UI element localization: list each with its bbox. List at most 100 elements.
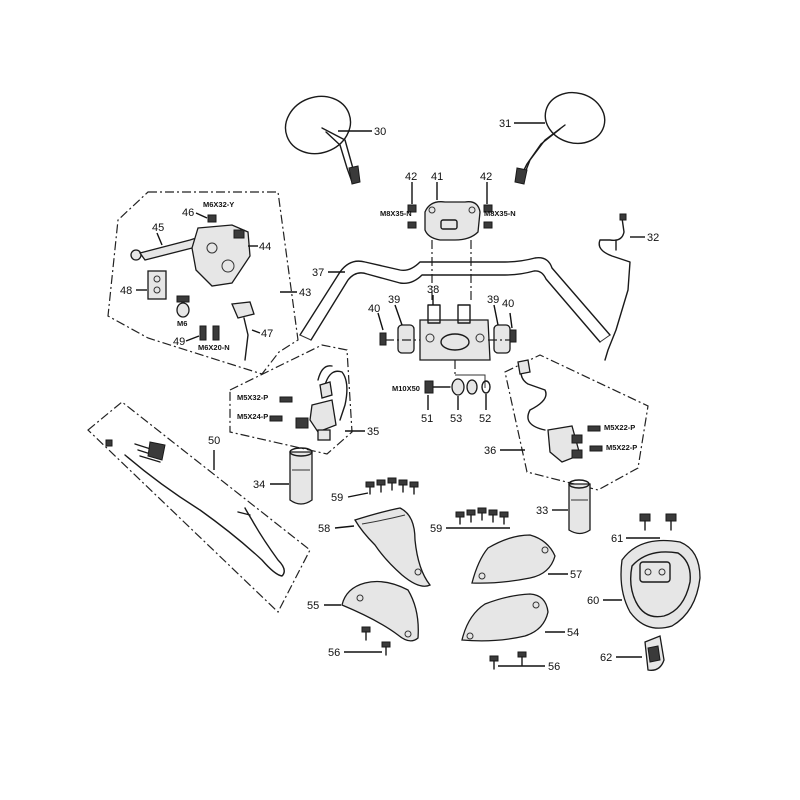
callout-59-right: 59	[430, 523, 442, 535]
callout-41: 41	[431, 171, 443, 183]
bolt-40-right-icon	[509, 329, 517, 343]
callout-46: 46	[182, 207, 194, 219]
screws-56-right	[489, 651, 527, 670]
leader-58	[334, 525, 355, 529]
callout-44: 44	[259, 241, 271, 253]
spec-m5x32p: M5X32-P	[237, 393, 268, 402]
bolt-46-icon	[207, 214, 217, 223]
callout-62: 62	[600, 652, 612, 664]
callout-57: 57	[570, 569, 582, 581]
callout-60: 60	[587, 595, 599, 607]
leader-46	[195, 212, 208, 219]
spec-m6x20n: M6X20-N	[198, 343, 230, 352]
callout-39-left: 39	[388, 294, 400, 306]
callout-43: 43	[299, 287, 311, 299]
spec-m5x24p: M5X24-P	[237, 412, 268, 421]
callout-42-right: 42	[480, 171, 492, 183]
leader-47	[251, 329, 261, 334]
callout-40-left: 40	[368, 303, 380, 315]
spec-m5x22p-b: M5X22-P	[606, 443, 637, 452]
left-switch-housing	[295, 365, 348, 441]
screw-set-59-right	[455, 507, 509, 525]
leader-49	[185, 335, 200, 342]
callout-40-right: 40	[502, 298, 514, 310]
callout-48: 48	[120, 285, 132, 297]
callout-34: 34	[253, 479, 265, 491]
leader-39	[394, 304, 403, 326]
leader-40	[377, 312, 384, 331]
callout-35: 35	[367, 426, 379, 438]
callout-49: 49	[173, 336, 185, 348]
cover-58	[354, 507, 432, 587]
left-mirror	[284, 95, 361, 185]
screw-set-59-left	[365, 477, 419, 495]
bolts-61	[639, 513, 677, 531]
speedometer-cover-60	[620, 539, 701, 629]
bolts-49	[199, 325, 220, 341]
callout-54: 54	[567, 627, 579, 639]
callout-45: 45	[152, 222, 164, 234]
screw-m5x24-icon	[269, 415, 283, 422]
callout-58: 58	[318, 523, 330, 535]
callout-37: 37	[312, 267, 324, 279]
clamp-48	[147, 270, 167, 300]
throttle-cable	[598, 213, 631, 361]
mounting-bolt-set	[424, 360, 491, 396]
spec-m8x35n-left: M8X35-N	[380, 209, 412, 218]
callout-30: 30	[374, 126, 386, 138]
throttle-cable-50	[105, 439, 285, 577]
callout-38: 38	[427, 284, 439, 296]
bolt-42-right-icon	[483, 204, 493, 213]
callout-53: 53	[450, 413, 462, 425]
leader-40	[509, 312, 513, 329]
right-mirror	[514, 91, 606, 185]
callout-56-left: 56	[328, 647, 340, 659]
lower-handlebar-holder	[385, 304, 516, 361]
screw-m5x32-icon	[279, 396, 293, 403]
upper-handlebar-holder	[424, 201, 481, 300]
right-grip	[568, 479, 591, 535]
left-switch-boundary	[229, 344, 353, 455]
screw-m5x22-icon	[589, 445, 603, 452]
cover-57	[471, 534, 556, 584]
right-switch-boundary	[504, 354, 649, 491]
spec-m6: M6	[177, 319, 187, 328]
callout-39-right: 39	[487, 294, 499, 306]
screw-m5x22-icon	[587, 425, 601, 432]
spec-m8x35n-right: M8X35-N	[484, 209, 516, 218]
leader-59	[347, 492, 369, 498]
spec-m10x50: M10X50	[392, 384, 420, 393]
callout-51: 51	[421, 413, 433, 425]
bolt-icon	[483, 221, 493, 229]
cover-54	[461, 593, 549, 642]
callout-31: 31	[499, 118, 511, 130]
callout-50: 50	[208, 435, 220, 447]
switch-47	[231, 301, 255, 361]
callout-47: 47	[261, 328, 273, 340]
callout-32: 32	[647, 232, 659, 244]
bolt-40-left-icon	[379, 332, 387, 346]
screws-56-left	[361, 626, 391, 656]
bolt-icon	[407, 221, 417, 229]
callout-61: 61	[611, 533, 623, 545]
right-switch-housing	[517, 359, 583, 463]
bracket-62	[644, 635, 665, 671]
bolt-42-left-icon	[407, 204, 417, 213]
nut-m6	[176, 295, 190, 318]
lever-bracket-44	[191, 224, 251, 287]
left-grip	[289, 447, 313, 505]
spec-m6x32y: M6X32-Y	[203, 200, 234, 209]
leader-39	[493, 304, 499, 326]
cable-assembly-boundary	[87, 401, 311, 613]
callout-36: 36	[484, 445, 496, 457]
callout-33: 33	[536, 505, 548, 517]
callout-52: 52	[479, 413, 491, 425]
cover-55	[341, 580, 419, 642]
handlebar	[299, 257, 611, 343]
leader-45	[156, 232, 163, 246]
callout-59-left: 59	[331, 492, 343, 504]
spec-m5x22p-a: M5X22-P	[604, 423, 635, 432]
callout-56-right: 56	[548, 661, 560, 673]
